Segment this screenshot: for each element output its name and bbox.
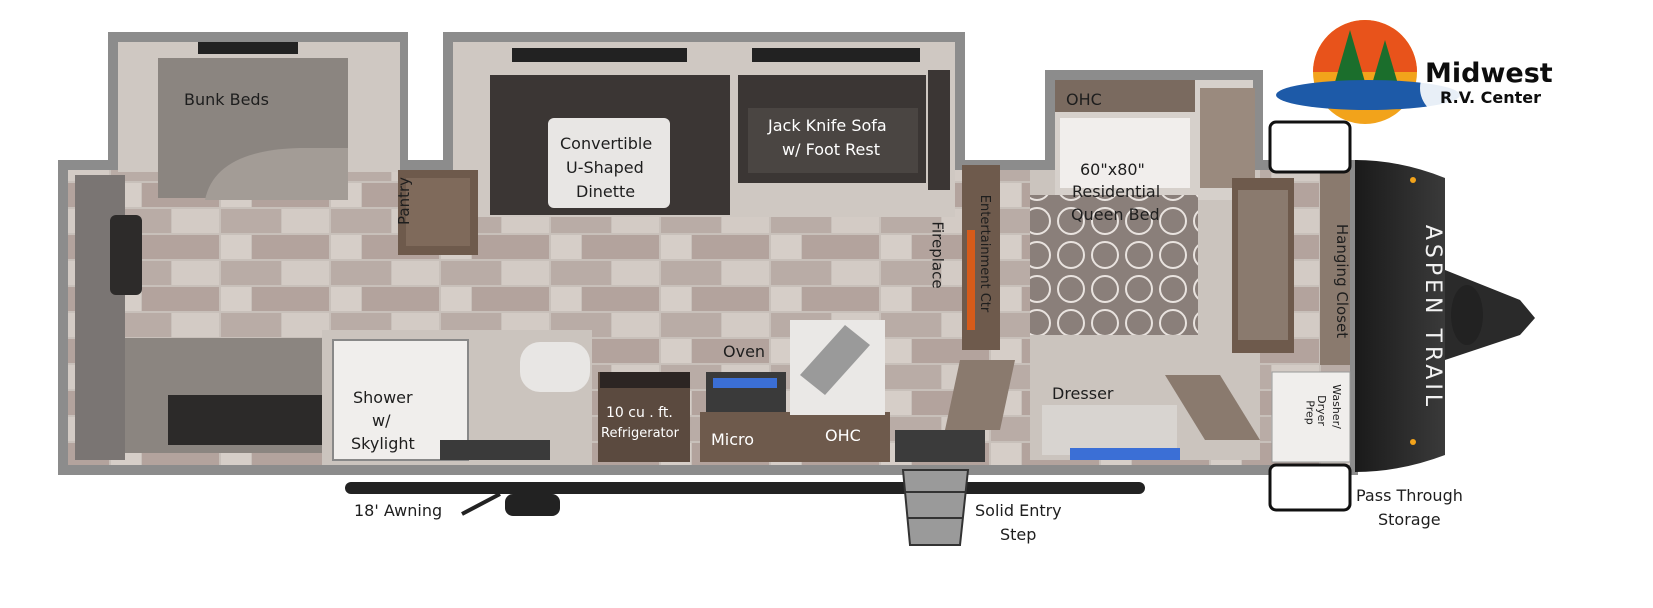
label-refrigerator-line1: 10 cu . ft.: [606, 405, 673, 421]
logo-graphic: [1276, 20, 1552, 124]
label-dinette-line1: Convertible: [560, 134, 653, 153]
front-cap: [1355, 160, 1445, 472]
label-bed-line1: 60"x80": [1080, 160, 1145, 179]
pass-through-top: [1268, 120, 1352, 174]
label-entry-step-line2: Step: [1000, 525, 1037, 544]
label-ohc-kitchen: OHC: [825, 426, 861, 445]
pass-through-bottom: [1268, 463, 1352, 512]
label-micro: Micro: [711, 430, 755, 449]
label-hanging-closet: Hanging Closet: [1333, 223, 1352, 339]
entry-step: [901, 469, 970, 546]
label-dresser: Dresser: [1052, 384, 1114, 403]
label-entry-step-line1: Solid Entry: [975, 501, 1062, 520]
label-washer-line1: Washer/: [1329, 384, 1343, 429]
label-refrigerator-line2: Refrigerator: [601, 426, 679, 441]
label-fireplace: Fireplace: [928, 221, 947, 289]
label-bed-line2: Residential: [1072, 182, 1161, 201]
awning-bar: [345, 482, 1145, 494]
label-pantry: Pantry: [395, 177, 413, 225]
label-dinette-line3: Dinette: [576, 182, 636, 201]
label-jack-knife-line1: Jack Knife Sofa: [768, 116, 887, 135]
label-shower-line3: Skylight: [351, 434, 415, 453]
washer-dryer-prep: [1271, 371, 1351, 463]
label-pass-through-line1: Pass Through: [1356, 486, 1463, 505]
queen-bed: [1030, 195, 1198, 335]
bedroom-ohc: [1055, 80, 1195, 112]
label-pass-through-line2: Storage: [1378, 510, 1441, 529]
label-shower-line2: w/: [372, 411, 391, 430]
label-ohc-bedroom: OHC: [1066, 90, 1102, 109]
label-bed-line3: Queen Bed: [1071, 205, 1160, 224]
label-awning: 18' Awning: [354, 501, 443, 520]
label-bunk-beds: Bunk Beds: [184, 90, 269, 109]
logo-brand-subtitle: R.V. Center: [1440, 88, 1542, 107]
hanging-closet-cabinet: [1320, 170, 1350, 365]
label-shower-line1: Shower: [353, 388, 413, 407]
label-aspen-trail: ASPEN TRAIL: [1420, 224, 1446, 411]
label-washer-line2: Dryer: [1314, 395, 1328, 426]
label-entertainment-ctr: Entertainment Ctr: [977, 194, 993, 313]
label-oven: Oven: [723, 342, 766, 361]
dinette-table: [548, 118, 670, 208]
label-washer-line3: Prep: [1303, 400, 1317, 425]
label-dinette-line2: U-Shaped: [566, 158, 644, 177]
dresser: [1042, 405, 1177, 455]
kitchen-counter: [700, 412, 890, 462]
logo-brand-name: Midwest: [1425, 58, 1553, 89]
label-jack-knife-line2: w/ Foot Rest: [782, 140, 880, 159]
